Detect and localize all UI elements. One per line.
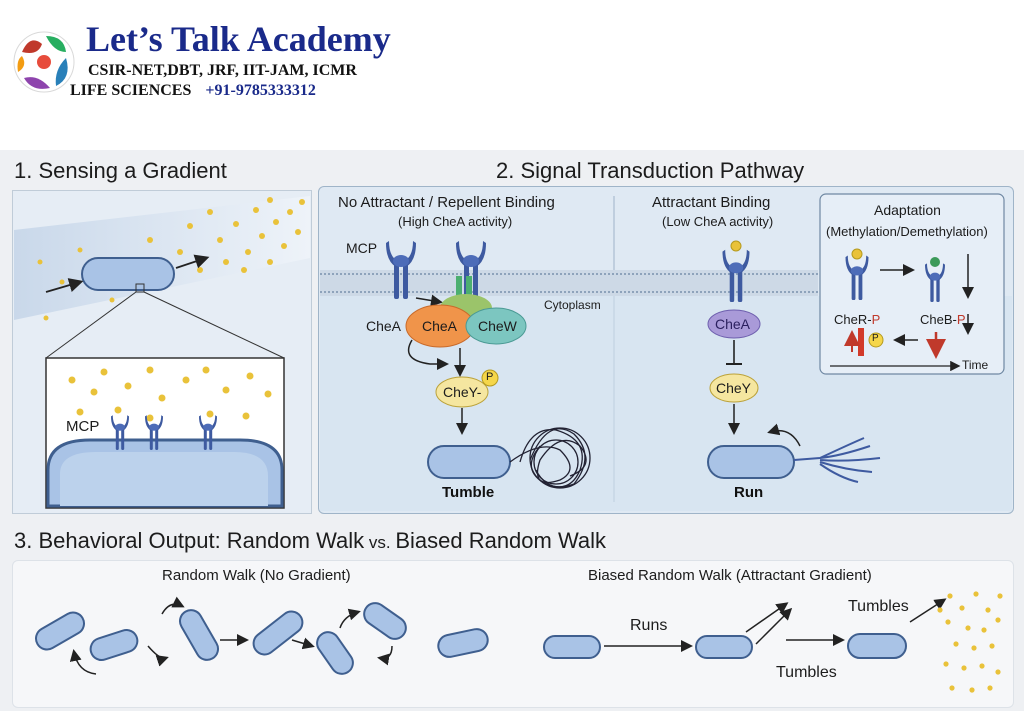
section3-heading-biased: Biased Random Walk	[395, 528, 607, 553]
tumbling-flagella	[509, 427, 591, 489]
cheR-label: CheR-P	[834, 312, 881, 327]
adaptation-title: Adaptation	[874, 202, 941, 218]
gradient-illustration	[14, 196, 310, 509]
attractant-subtitle: (Low CheA activity)	[662, 214, 774, 229]
cheY-p-label: CheY-	[443, 384, 482, 400]
header-banner: Let’s Talk Academy CSIR-NET,DBT, JRF, II…	[0, 0, 1024, 120]
no-attractant-title: No Attractant / Repellent Binding	[338, 194, 555, 211]
cheY-label: CheY	[716, 380, 752, 396]
phospho-adapt-label: P	[872, 333, 879, 344]
cheA-label: CheA	[422, 318, 458, 334]
section3-panel	[12, 560, 1014, 708]
bacterium-cell	[81, 257, 175, 291]
attractant-molecules	[37, 197, 305, 321]
cheY-p-node	[435, 376, 489, 408]
brand-phone: +91-9785333312	[205, 82, 316, 99]
tumbles-top-label: Tumbles	[848, 598, 909, 615]
academy-logo-icon	[13, 31, 75, 93]
section3-heading: 3. Behavioral Output: Random Walk vs. Bi…	[14, 528, 606, 554]
adaptation-box	[819, 193, 1005, 375]
mcp-label-left: MCP	[346, 240, 378, 256]
cheA-low-label: CheA	[715, 316, 751, 332]
mcp-label: MCP	[66, 418, 100, 435]
time-label: Time	[962, 358, 989, 372]
cheA-outer-label: CheA	[366, 318, 402, 334]
random-walk-cells	[35, 602, 489, 675]
cheY-node	[709, 373, 759, 403]
biased-walk-cells	[543, 633, 907, 659]
section3-heading-vs: vs.	[364, 533, 396, 552]
attractant-title: Attractant Binding	[652, 194, 771, 211]
brand-subtitle: CSIR-NET,DBT, JRF, IIT-JAM, ICMR	[88, 62, 357, 79]
run-label: Run	[734, 484, 764, 501]
random-walk-title: Random Walk (No Gradient)	[162, 567, 351, 584]
runs-label: Runs	[630, 617, 668, 634]
no-attractant-subtitle: (High CheA activity)	[398, 214, 513, 229]
brand-line3: LIFE SCIENCES +91-9785333312	[70, 82, 316, 100]
section3-heading-prefix: 3. Behavioral Output:	[14, 528, 227, 553]
gradient-molecules	[937, 591, 1003, 693]
section3-heading-random: Random Walk	[226, 528, 365, 553]
brand-field: LIFE SCIENCES	[70, 82, 192, 99]
tumbles-bottom-label: Tumbles	[776, 664, 837, 681]
section1-heading: 1. Sensing a Gradient	[14, 158, 227, 183]
cytoplasm-label: Cytoplasm	[544, 298, 601, 312]
tumble-label: Tumble	[442, 484, 495, 501]
cheW-node	[465, 307, 527, 345]
cheA-low-node	[707, 309, 761, 339]
adaptation-subtitle: (Methylation/Demethylation)	[826, 224, 988, 239]
biased-walk-title: Biased Random Walk (Attractant Gradient)	[588, 567, 872, 584]
phospho-label: P	[486, 371, 494, 383]
cheW-label: CheW	[478, 318, 517, 334]
cheB-label: CheB-P	[920, 312, 966, 327]
brand-title: Let’s Talk Academy	[86, 19, 391, 59]
section2-heading: 2. Signal Transduction Pathway	[496, 158, 805, 183]
